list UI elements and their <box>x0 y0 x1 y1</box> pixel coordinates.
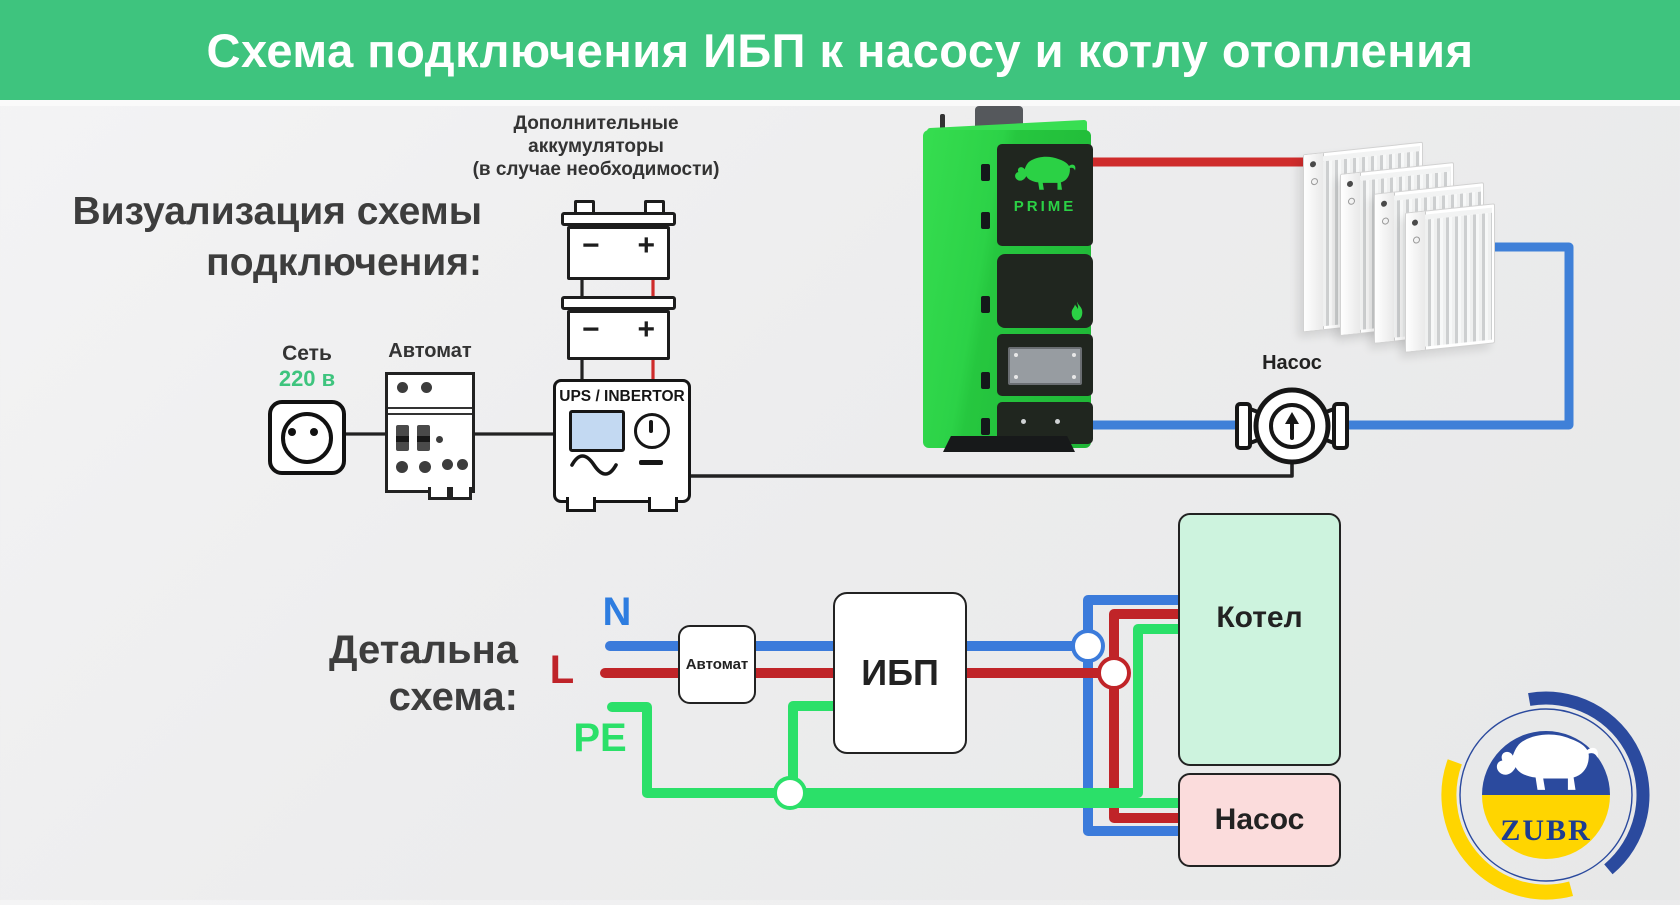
boiler-sensor-rod <box>940 114 945 132</box>
breaker-tab <box>428 487 450 500</box>
radiator-valve <box>1375 192 1395 343</box>
detail-pump-label: Насос <box>1214 803 1305 836</box>
breaker-dot <box>421 382 432 393</box>
detail-breaker-box: Автомат <box>678 625 756 704</box>
socket-icon <box>268 400 346 475</box>
mains-label: Сеть <box>282 342 332 365</box>
detail-boiler-box: Котел <box>1178 513 1341 766</box>
boiler-hinge <box>981 212 990 229</box>
ups-output-wire <box>683 453 1294 478</box>
battery1-plus: + <box>637 229 655 262</box>
detail-ups-box: ИБП <box>833 592 967 754</box>
mains-voltage: 220 в <box>278 366 336 391</box>
boiler-image: PRIME <box>915 100 1100 455</box>
visual-section-title-line1: Визуализация схемы <box>72 190 483 233</box>
battery2-lid <box>561 296 676 310</box>
detail-section-title: Детальна схема: <box>200 627 518 721</box>
battery1-body: − + <box>567 226 670 280</box>
junction-n <box>1071 629 1105 663</box>
flame-icon <box>1071 301 1083 321</box>
radiator-valve <box>1304 153 1324 332</box>
battery-note-line3: (в случае необходимости) <box>472 159 720 181</box>
radiator-fins <box>1425 207 1492 347</box>
breaker-dot <box>397 382 408 393</box>
radiator-valve <box>1341 172 1361 335</box>
boiler-hinge <box>981 372 990 389</box>
logo-circle-yellow-half <box>1482 795 1610 859</box>
breaker-dot <box>442 459 453 470</box>
socket-pin-right <box>310 428 318 436</box>
battery2-minus: − <box>582 313 600 346</box>
breaker-dot <box>419 461 431 473</box>
ups-box: UPS / INBERTOR <box>553 379 691 512</box>
pump-label: Насос <box>1262 352 1322 374</box>
ups-foot <box>566 497 596 512</box>
detail-ups-label: ИБП <box>861 652 939 693</box>
wire-label-pe: PE <box>573 716 627 760</box>
bull-logo-icon <box>1015 156 1076 190</box>
detail-breaker-label: Автомат <box>685 656 749 673</box>
ups-screen <box>569 410 625 452</box>
detail-pump-box: Насос <box>1178 773 1341 867</box>
boiler-plate <box>1008 347 1082 385</box>
detail-section-title-line2: схема: <box>388 675 518 720</box>
visual-section-title: Визуализация схемы подключения: <box>0 186 483 289</box>
power-button-icon <box>634 413 670 449</box>
ups-minus-icon <box>639 460 663 465</box>
logo-text: ZUBR <box>1500 814 1591 847</box>
detail-section-title-line1: Детальна <box>329 628 518 672</box>
battery2-body: − + <box>567 310 670 360</box>
breaker-tab <box>450 487 472 500</box>
logo-thin-ring <box>1459 708 1633 882</box>
logo-bull-icon <box>1496 734 1598 790</box>
sine-wave-icon <box>570 454 618 476</box>
logo-blue-arc <box>1528 691 1650 875</box>
battery1-lid <box>561 212 676 226</box>
junction-pe <box>773 776 807 810</box>
battery2-plus: + <box>637 313 655 346</box>
breaker-icon <box>385 372 475 500</box>
boiler-hinge <box>981 296 990 313</box>
radiator-valve <box>1406 211 1426 352</box>
visual-section-title-line2: подключения: <box>206 241 482 285</box>
radiator-panel <box>1405 203 1495 353</box>
boiler-middle-door <box>997 254 1093 328</box>
breaker-label: Автомат <box>388 340 472 362</box>
zubr-logo: ZUBR <box>1441 691 1650 900</box>
boiler-body: PRIME <box>923 130 1093 448</box>
boiler-base <box>943 436 1075 452</box>
socket-inner-circle <box>281 412 333 464</box>
breaker-dot <box>396 461 408 473</box>
boiler-upper-door: PRIME <box>997 144 1093 246</box>
junction-l <box>1097 656 1131 690</box>
breaker-rail <box>388 413 472 415</box>
ups-box-label: UPS / INBERTOR <box>559 388 685 405</box>
boiler-brand: PRIME <box>1013 198 1077 215</box>
wire-label-n: N <box>602 590 632 634</box>
boiler-lower-panel <box>997 334 1093 396</box>
pump-icon <box>1235 387 1349 465</box>
breaker-dot <box>457 459 468 470</box>
wire-label-l: L <box>549 648 575 692</box>
breaker-dot <box>436 436 443 443</box>
ups-foot <box>648 497 678 512</box>
header-divider <box>0 100 1680 106</box>
mains-wires <box>343 275 1294 478</box>
detail-boiler-label: Котел <box>1216 601 1303 634</box>
logo-yellow-arc <box>1441 759 1574 900</box>
battery-note-line1: Дополнительные <box>513 113 679 134</box>
page-title: Схема подключения ИБП к насосу и котлу о… <box>206 23 1474 77</box>
radiator-image <box>1300 130 1500 353</box>
breaker-switch <box>417 425 430 451</box>
boiler-hinge <box>981 418 990 435</box>
battery1-minus: − <box>582 229 600 262</box>
battery-note-line2: аккумуляторы <box>528 136 664 158</box>
wire-pe-green <box>607 624 1183 808</box>
breaker-rail <box>388 407 472 409</box>
socket-pin-left <box>288 428 296 436</box>
battery-note: Дополнительные аккумуляторы (в случае не… <box>470 112 722 182</box>
header-banner: Схема подключения ИБП к насосу и котлу о… <box>0 0 1680 100</box>
boiler-hinge <box>981 164 990 181</box>
breaker-switch <box>396 425 409 451</box>
